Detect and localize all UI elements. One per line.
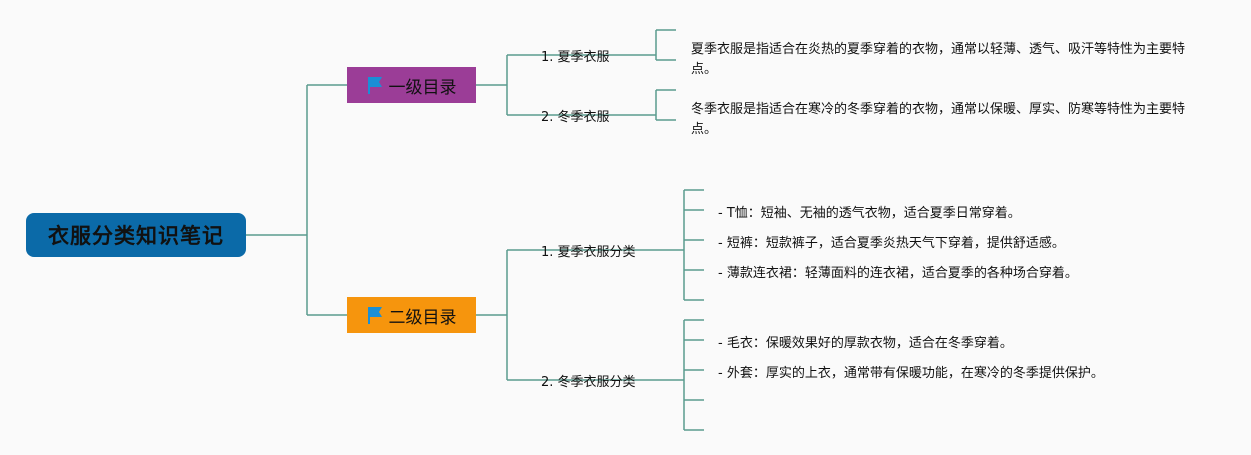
desc-summer-clothes[interactable]: 夏季衣服是指适合在炎热的夏季穿着的衣物，通常以轻薄、透气、吸汗等特性为主要特点。 [691, 42, 1186, 77]
node-winter-categories[interactable]: 2. 冬季衣服分类 [541, 375, 636, 390]
item-shorts[interactable]: - 短裤：短款裤子，适合夏季炎热天气下穿着，提供舒适感。 [718, 236, 1065, 251]
branch-level2[interactable]: 二级目录 [347, 297, 476, 333]
desc-winter-clothes[interactable]: 冬季衣服是指适合在寒冷的冬季穿着的衣物，通常以保暖、厚实、防寒等特性为主要特点。 [691, 102, 1186, 137]
item-tshirt[interactable]: - T恤：短袖、无袖的透气衣物，适合夏季日常穿着。 [718, 206, 1021, 221]
branch-level1-label: 一级目录 [388, 77, 457, 98]
root-node[interactable]: 衣服分类知识笔记 [26, 213, 246, 257]
item-coat[interactable]: - 外套：厚实的上衣，通常带有保暖功能，在寒冷的冬季提供保护。 [718, 366, 1104, 381]
node-winter-clothes[interactable]: 2. 冬季衣服 [541, 110, 610, 125]
branch-level2-label: 二级目录 [388, 307, 457, 328]
node-summer-clothes[interactable]: 1. 夏季衣服 [541, 50, 610, 65]
flag-icon [367, 307, 382, 324]
root-label: 衣服分类知识笔记 [48, 224, 224, 248]
branch-level1[interactable]: 一级目录 [347, 67, 476, 103]
node-summer-categories[interactable]: 1. 夏季衣服分类 [541, 245, 636, 260]
flag-icon [367, 77, 382, 94]
item-dress[interactable]: - 薄款连衣裙：轻薄面料的连衣裙，适合夏季的各种场合穿着。 [718, 266, 1078, 281]
item-sweater[interactable]: - 毛衣：保暖效果好的厚款衣物，适合在冬季穿着。 [718, 336, 1013, 351]
